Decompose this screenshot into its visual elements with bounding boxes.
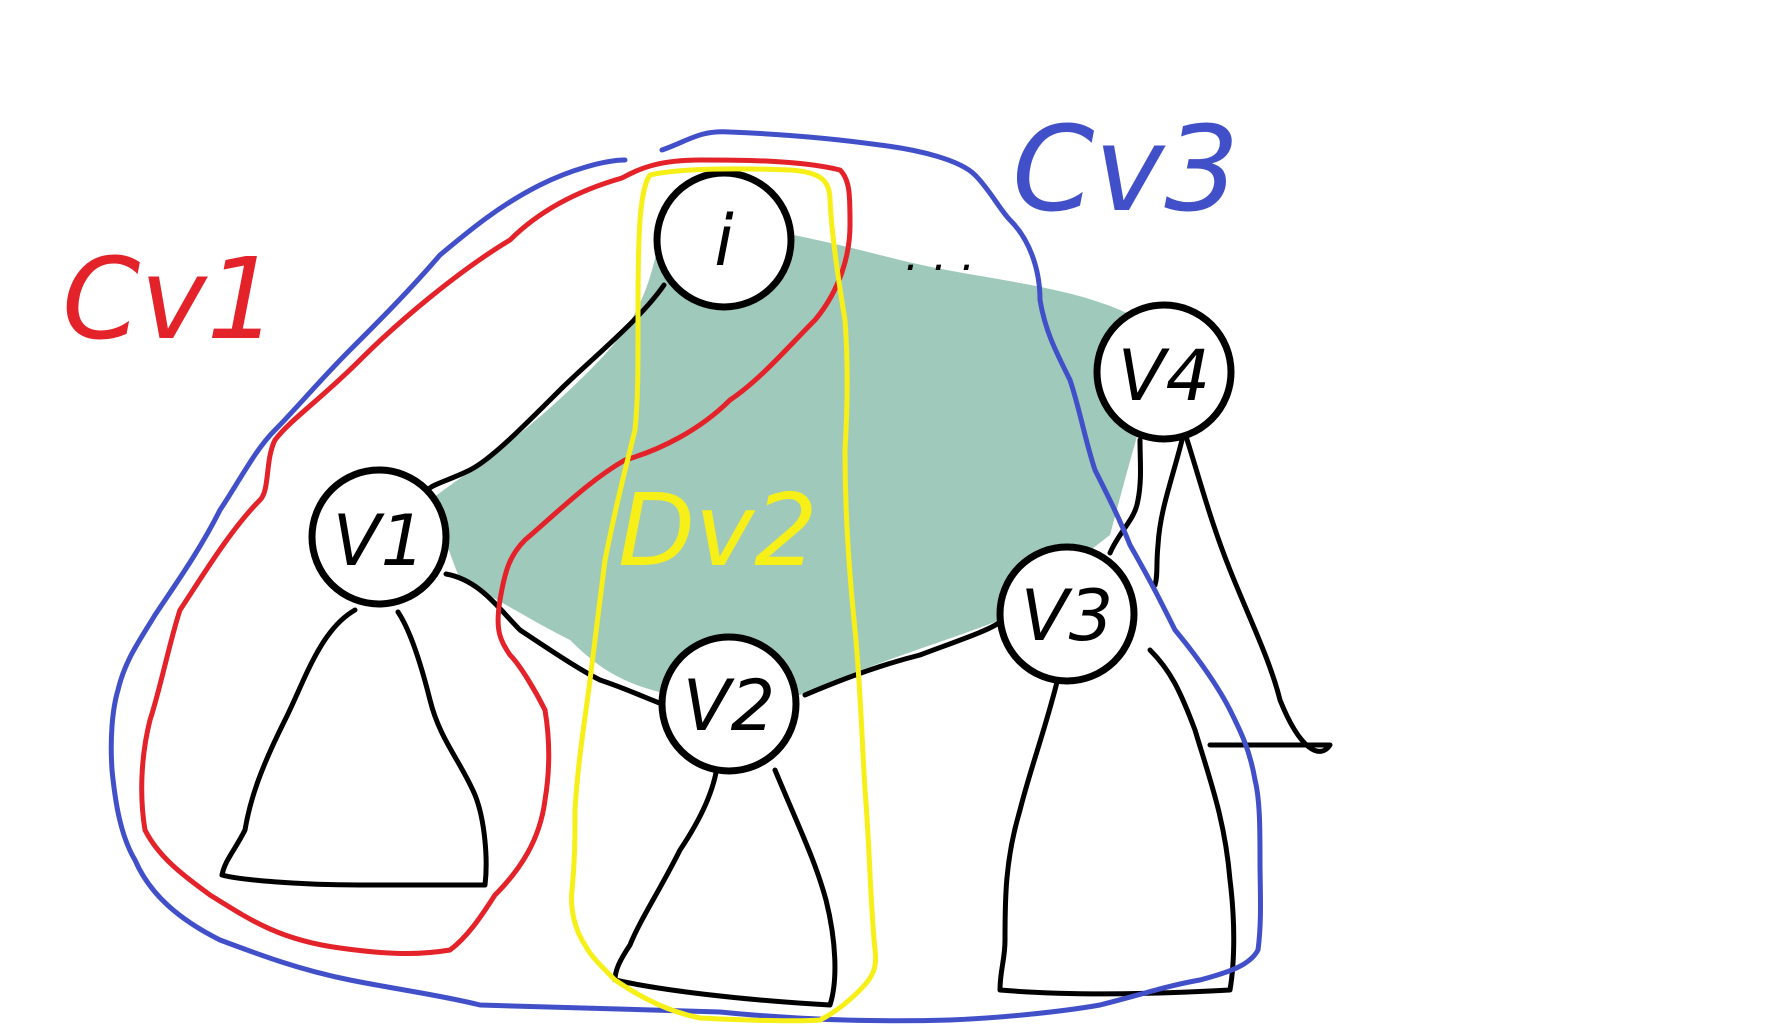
cluster-cv3-outline bbox=[108, 129, 1263, 1024]
node-v1 bbox=[308, 466, 450, 608]
cluster-label-cv3: Cv3 bbox=[1012, 100, 1239, 238]
edge-i-v1 bbox=[425, 282, 667, 493]
ellipsis: . . . bbox=[905, 230, 975, 281]
cluster-label-cv1: Cv1 bbox=[62, 235, 278, 365]
node-label-v3: V3 bbox=[1021, 575, 1113, 657]
nodes bbox=[308, 169, 1235, 775]
edges bbox=[425, 282, 1143, 708]
cluster-label-cv2: Dv2 bbox=[618, 472, 818, 589]
cluster-labels: Cv1 Dv2 Cv3 bbox=[62, 100, 1239, 589]
subtree-v3 bbox=[997, 647, 1237, 997]
node-v3 bbox=[996, 543, 1138, 685]
node-i bbox=[653, 169, 795, 311]
node-label-i: i bbox=[714, 200, 734, 282]
node-label-v2: V2 bbox=[683, 665, 775, 747]
node-label-v1: V1 bbox=[333, 500, 425, 582]
subtree-v1 bbox=[219, 607, 489, 888]
cluster-cv2-outline bbox=[569, 166, 879, 1024]
edge-v1-v2 bbox=[443, 571, 668, 708]
shaded-region bbox=[430, 220, 1150, 700]
subtree-v4-left bbox=[1152, 437, 1185, 588]
subtree-v2 bbox=[612, 757, 838, 1008]
node-v4 bbox=[1093, 301, 1235, 443]
edge-v3-v4 bbox=[1107, 437, 1143, 556]
edge-v2-v3 bbox=[802, 619, 1003, 698]
subtree-v4 bbox=[1181, 427, 1333, 754]
subtrees bbox=[219, 427, 1333, 1008]
cluster-cv1-outline bbox=[139, 157, 853, 957]
node-labels: i V1 V2 V3 V4 bbox=[333, 200, 1210, 747]
node-label-v4: V4 bbox=[1118, 335, 1210, 417]
node-v2 bbox=[658, 633, 800, 775]
